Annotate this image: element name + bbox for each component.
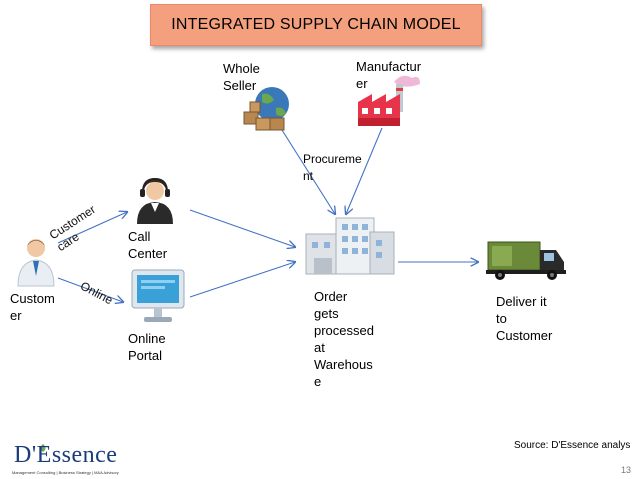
page-number: 13 xyxy=(621,465,632,475)
logo-wordmark: D'Essence xyxy=(14,442,118,468)
manufacturer-label: Manufactur er xyxy=(356,59,422,91)
logo-tagline: Management Consulting | Business Strateg… xyxy=(12,470,119,475)
arrow-manufacturer-to-warehouse xyxy=(346,127,383,214)
title-bar: INTEGRATED SUPPLY CHAIN MODEL xyxy=(0,0,638,46)
dessence-logo: D'Essence Management Consulting | Busine… xyxy=(6,442,146,478)
call-center-agent-icon xyxy=(137,177,173,224)
slide-title: INTEGRATED SUPPLY CHAIN MODEL xyxy=(150,4,482,46)
whole-seller-label: Whole Seller xyxy=(223,61,260,93)
factory-icon xyxy=(358,75,420,126)
warehouse-label: Order gets processed at Warehous e xyxy=(314,289,374,389)
online-portal-label: Online Portal xyxy=(128,331,166,363)
delivery-truck-icon xyxy=(486,241,566,280)
computer-monitor-icon xyxy=(131,269,185,322)
arrow-callcenter-to-warehouse xyxy=(189,209,295,247)
deliver-label: Deliver it to Customer xyxy=(496,294,553,343)
logo-leaf-icon xyxy=(40,444,46,452)
arrow-wholeseller-to-warehouse xyxy=(281,129,335,214)
arrow-customer-to-portal xyxy=(57,277,123,302)
call-center-label: Call Center xyxy=(128,229,168,261)
arrow-customer-to-callcenter xyxy=(57,212,127,244)
globe-with-boxes-icon xyxy=(243,87,289,131)
customer-label: Custom er xyxy=(10,291,55,323)
procurement-label: Procureme nt xyxy=(303,152,362,183)
warehouse-building-icon xyxy=(305,217,395,275)
arrow-portal-to-warehouse xyxy=(189,262,295,298)
source-note: Source: D'Essence analys xyxy=(514,440,631,451)
customer-icon xyxy=(17,239,55,287)
